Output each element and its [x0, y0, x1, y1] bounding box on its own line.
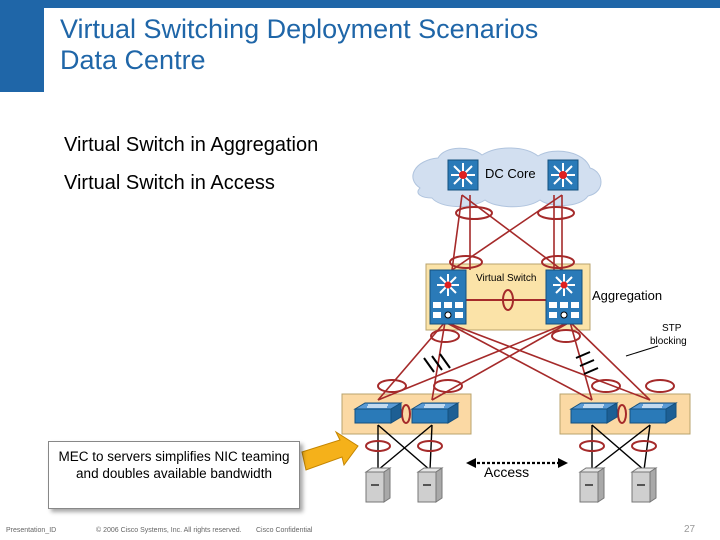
bullet-aggregation: Virtual Switch in Aggregation: [64, 134, 319, 156]
stp-label-line2: blocking: [650, 336, 687, 347]
server-icon-4: [630, 467, 658, 503]
server-icon-2: [416, 467, 444, 503]
access-span-arrow: [466, 458, 568, 468]
bullet-access: Virtual Switch in Access: [64, 172, 275, 194]
footer-presentation-id: Presentation_ID: [6, 527, 57, 534]
callout-arrow-icon: [301, 430, 359, 471]
access-switch-4: [628, 402, 678, 424]
server-icon-1: [364, 467, 392, 503]
slide-title: Virtual Switching Deployment Scenarios D…: [60, 14, 538, 76]
core-router-right: [547, 159, 579, 191]
title-line-2: Data Centre: [60, 45, 206, 75]
access-switch-3: [569, 402, 619, 424]
aggregation-switch-right: [545, 269, 583, 325]
footer-confidential: Cisco Confidential: [256, 527, 313, 534]
dc-core-label: DC Core: [485, 166, 536, 181]
access-switch-1: [353, 402, 403, 424]
virtual-switch-label: Virtual Switch: [476, 273, 536, 284]
core-router-left: [447, 159, 479, 191]
footer-copyright: © 2006 Cisco Systems, Inc. All rights re…: [96, 527, 242, 534]
mec-callout: MEC to servers simplifies NIC teaming an…: [48, 441, 300, 509]
aggregation-switch-left: [429, 269, 467, 325]
stp-pointer: [625, 345, 659, 357]
title-bar: [0, 0, 720, 8]
stp-label-line1: STP: [662, 323, 682, 334]
aggregation-label: Aggregation: [592, 288, 662, 303]
left-accent-bar: [0, 0, 44, 92]
access-server-links: [377, 424, 651, 471]
footer-page-number: 27: [684, 524, 696, 535]
title-line-1: Virtual Switching Deployment Scenarios: [60, 14, 539, 44]
mec-bundles: [365, 206, 675, 452]
access-switch-2: [410, 402, 460, 424]
aggregation-access-links: [377, 321, 651, 401]
stp-blocking-marks: [423, 351, 599, 375]
access-label: Access: [484, 464, 529, 480]
server-icon-3: [578, 467, 606, 503]
